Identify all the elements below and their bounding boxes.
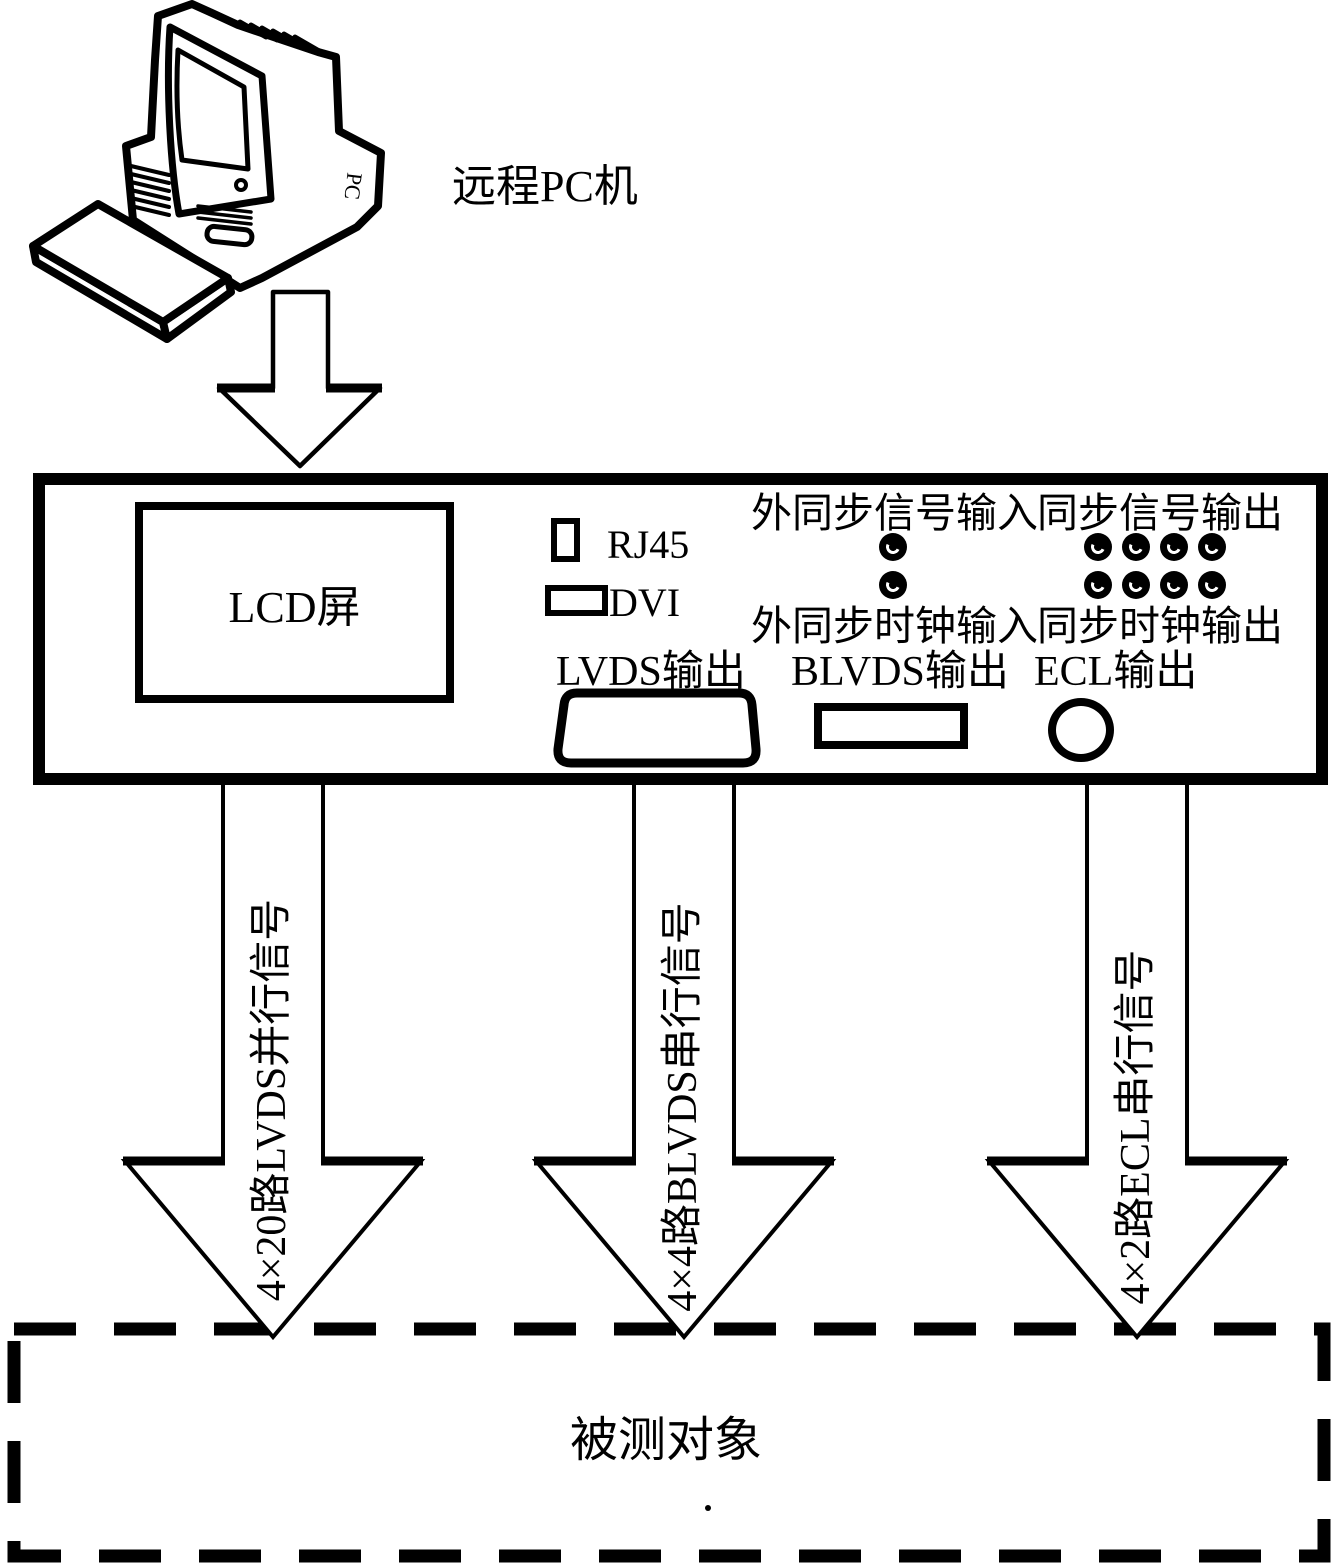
led-sync-clock-out-2 <box>1122 571 1150 599</box>
rj45-port-icon <box>551 518 580 562</box>
ext-sync-clock-in-label: 外同步时钟输入 <box>751 603 1038 649</box>
ext-sync-signal-in-label: 外同步信号输入 <box>751 490 1038 536</box>
led-sync-clock-out-3 <box>1160 571 1188 599</box>
blvds-connector <box>814 703 968 749</box>
computer-drive-slot <box>204 223 255 248</box>
lvds-connector <box>553 688 761 768</box>
lcd-screen-label: LCD屏 <box>228 582 361 632</box>
dvi-label: DVI <box>609 580 681 625</box>
led-ext-sync-signal-in <box>879 533 907 561</box>
ecl-connector <box>1048 698 1114 762</box>
ecl-output-arrow <box>984 781 1290 1341</box>
computer-screen <box>174 47 251 172</box>
pc-to-device-arrow-icon <box>216 289 383 469</box>
dut-dashed-border <box>7 1322 1331 1563</box>
remote-pc-label: 远程PC机 <box>452 162 638 211</box>
keyboard-top-face <box>29 200 232 326</box>
remote-pc-computer-icon: PC <box>29 0 385 343</box>
lvds-arrow-label: 4×20路LVDS并行信号 <box>249 898 295 1302</box>
ink-speck <box>705 1505 711 1511</box>
ecl-arrow-label: 4×2路ECL串行信号 <box>1113 949 1159 1305</box>
computer-power-button-icon <box>234 178 248 192</box>
signal-generator-panel <box>33 473 1328 785</box>
blvds-out-label: BLVDS输出 <box>791 649 1009 695</box>
computer-side-badge: PC <box>339 171 367 201</box>
rj45-label: RJ45 <box>607 522 690 567</box>
blvds-arrow-label: 4×4路BLVDS串行信号 <box>660 902 706 1312</box>
blvds-output-arrow <box>531 781 837 1341</box>
lvds-output-arrow <box>120 781 426 1341</box>
led-sync-clock-out-4 <box>1198 571 1226 599</box>
led-sync-signal-out-4 <box>1198 533 1226 561</box>
led-sync-clock-out-1 <box>1084 571 1112 599</box>
led-ext-sync-clock-in <box>879 571 907 599</box>
sync-signal-out-label: 同步信号输出 <box>1037 490 1283 536</box>
sync-clock-out-label: 同步时钟输出 <box>1037 603 1283 649</box>
led-sync-signal-out-2 <box>1122 533 1150 561</box>
pc-to-device-arrow-outline <box>216 289 383 469</box>
lvds-out-label: LVDS输出 <box>556 649 746 695</box>
ecl-out-label: ECL输出 <box>1034 649 1198 695</box>
led-sync-signal-out-3 <box>1160 533 1188 561</box>
computer-drive-slot-stripes <box>196 204 253 226</box>
computer-top-vents <box>237 19 324 55</box>
dvi-port-icon <box>545 585 608 616</box>
led-sync-signal-out-1 <box>1084 533 1112 561</box>
lcd-screen-box: LCD屏 <box>135 502 454 703</box>
device-under-test-label: 被测对象 <box>569 1414 763 1467</box>
computer-front-louvers <box>129 164 171 217</box>
